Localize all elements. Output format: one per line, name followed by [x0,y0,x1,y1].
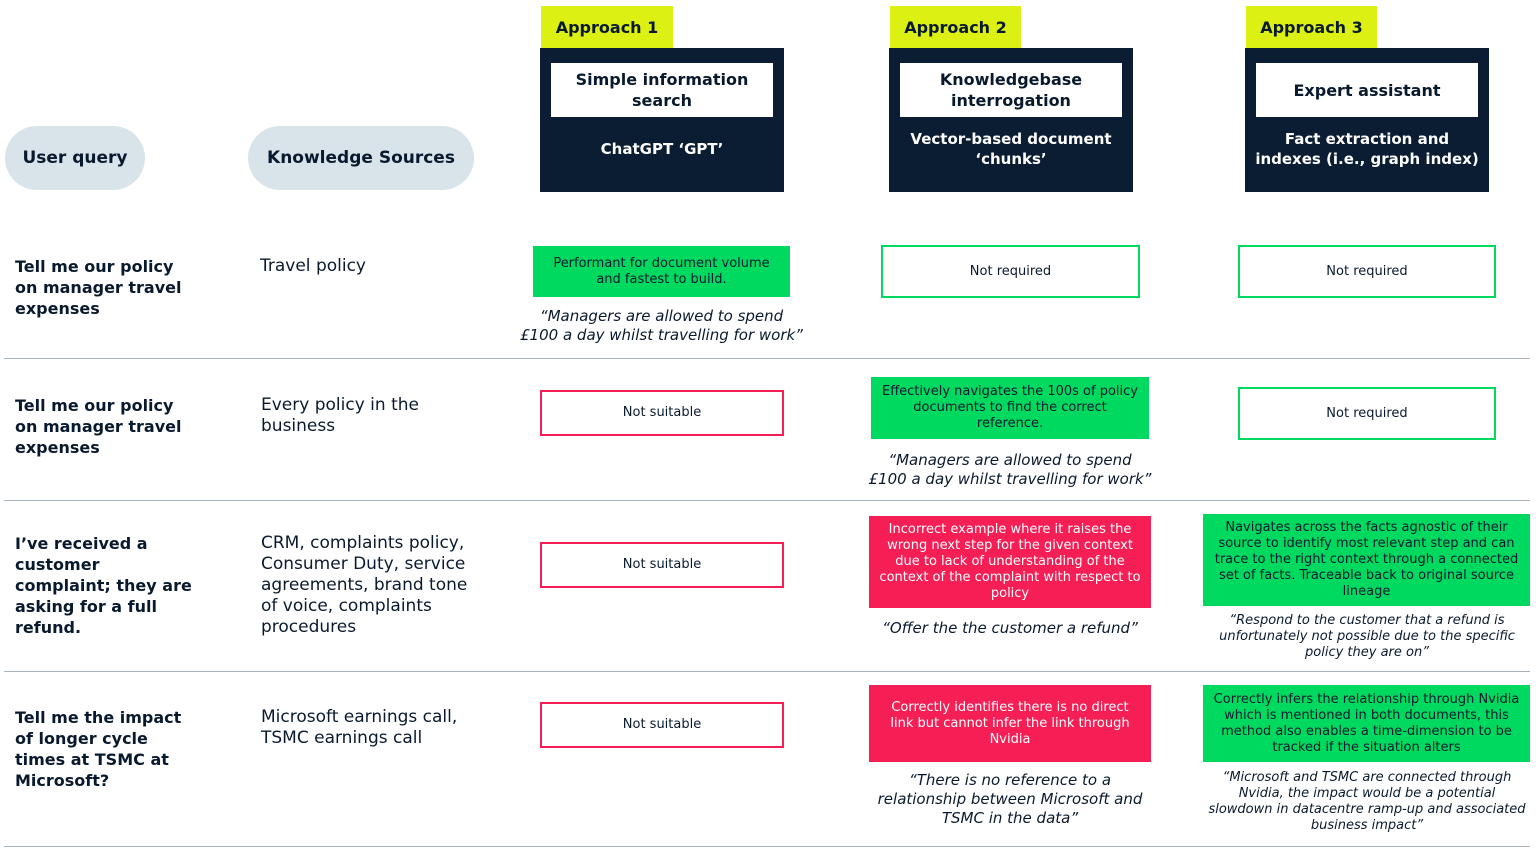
user-query-header: User query [5,126,145,190]
row-2-sources: Every policy in the business [261,395,419,436]
row-divider [4,500,1530,501]
row-3-approach-2-result: Incorrect example where it raises the wr… [869,516,1151,608]
approach-2-subtitle: Vector-based document ‘chunks’ [910,130,1112,168]
row-1-approach-3-result: Not required [1238,245,1496,298]
approach-1-subtitle: ChatGPT ‘GPT’ [600,140,724,158]
row-2-approach-2-quote: “Managers are allowed to spend £100 a da… [868,451,1152,488]
row-1-query: Tell me our policy on manager travel exp… [15,257,182,318]
row-3-approach-2-quote: “Offer the the customer a refund” [882,619,1138,637]
row-divider [4,671,1530,672]
row-2-approach-3-result: Not required [1238,387,1496,440]
row-divider [4,846,1530,847]
row-divider [4,358,1530,359]
row-1-approach-1-quote: “Managers are allowed to spend £100 a da… [520,307,803,344]
approach-3-subtitle: Fact extraction and indexes (i.e., graph… [1255,130,1479,168]
row-3-approach-1-result: Not suitable [540,542,784,588]
row-4-approach-2-quote: “There is no reference to a relationship… [877,771,1143,827]
row-4-approach-2-result: Correctly identifies there is no direct … [869,685,1151,762]
row-1-approach-1-result: Performant for document volume and faste… [533,246,790,297]
approach-1-tag: Approach 1 [541,6,673,48]
row-3-query: I’ve received a customer complaint; they… [15,534,192,637]
row-2-approach-1-result: Not suitable [540,390,784,436]
row-4-query: Tell me the impact of longer cycle times… [15,708,182,790]
row-2-query: Tell me our policy on manager travel exp… [15,396,182,457]
row-1-sources: Travel policy [260,256,366,276]
approach-3-title: Expert assistant [1256,63,1478,117]
row-1-approach-2-result: Not required [881,245,1140,298]
approach-1-title: Simple information search [551,63,773,117]
row-4-approach-1-result: Not suitable [540,702,784,748]
row-4-approach-3-quote: “Microsoft and TSMC are connected throug… [1208,770,1526,833]
row-4-sources: Microsoft earnings call, TSMC earnings c… [261,707,458,748]
approach-2-tag: Approach 2 [890,6,1021,48]
row-3-approach-3-result: Navigates across the facts agnostic of t… [1203,514,1530,606]
row-4-approach-3-result: Correctly infers the relationship throug… [1203,685,1530,762]
knowledge-sources-header: Knowledge Sources [248,126,474,190]
row-3-approach-3-quote: “Respond to the customer that a refund i… [1219,613,1515,660]
row-2-approach-2-result: Effectively navigates the 100s of policy… [871,377,1149,439]
approach-3-tag: Approach 3 [1246,6,1377,48]
row-3-sources: CRM, complaints policy, Consumer Duty, s… [261,533,468,637]
approach-2-title: Knowledgebase interrogation [900,63,1122,117]
